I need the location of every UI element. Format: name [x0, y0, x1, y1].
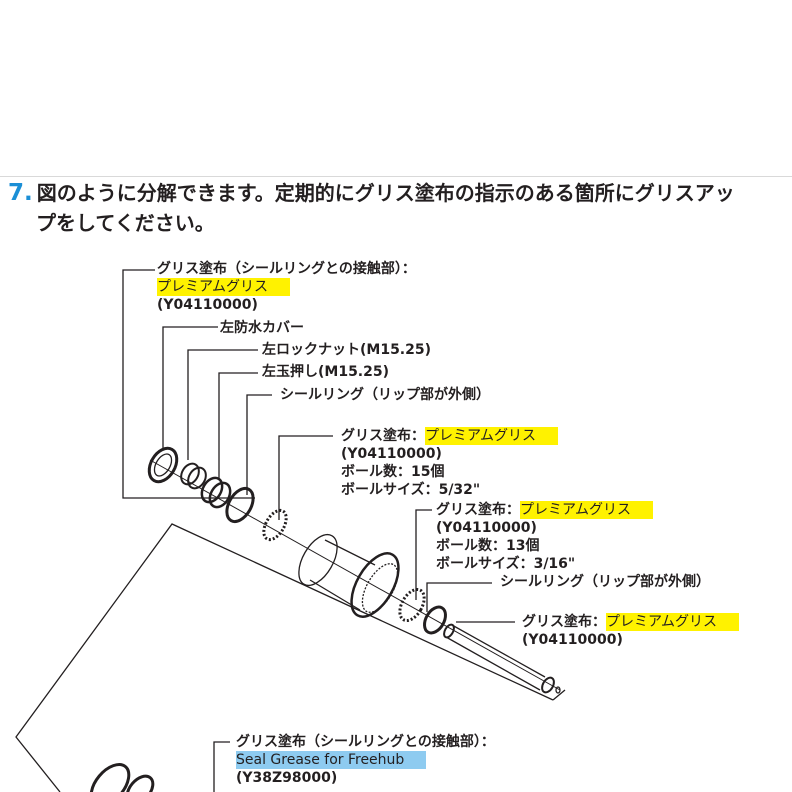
- ball-size: ボールサイズ：3/16": [436, 556, 576, 572]
- callout-grease-axle: グリス塗布：プレミアムグリス (Y04110000): [522, 613, 740, 649]
- ball-size: ボールサイズ：5/32": [341, 482, 481, 498]
- header-divider: [0, 176, 792, 177]
- callout-seal-ring-right: シールリング（リップ部が外側）: [500, 574, 710, 590]
- premium-grease-highlight: プレミアムグリス: [157, 278, 291, 296]
- step-number: 7.: [8, 180, 33, 206]
- freehub-frame: [15, 523, 554, 792]
- part-code: (Y04110000): [341, 446, 442, 462]
- callout-left-dust-cover: 左防水カバー: [220, 320, 304, 336]
- callout-grease-bearing-13: グリス塗布：プレミアムグリス (Y04110000) ボール数：13個 ボールサ…: [436, 501, 654, 573]
- premium-grease-highlight: プレミアムグリス: [606, 613, 740, 631]
- step-text-line2: プをしてください。: [36, 211, 215, 235]
- part-code: (Y38Z98000): [236, 770, 338, 786]
- callout-text: グリス塗布：: [522, 614, 606, 630]
- premium-grease-highlight: プレミアムグリス: [425, 427, 559, 445]
- ball-count: ボール数：13個: [436, 538, 540, 554]
- part-code: (Y04110000): [157, 297, 258, 313]
- callout-left-lock-nut: 左ロックナット(M15.25): [262, 342, 432, 358]
- hub-body: [298, 533, 400, 618]
- callout-text: グリス塗布（シールリングとの接触部）：: [157, 261, 416, 277]
- callout-grease-bearing-15: グリス塗布：プレミアムグリス (Y04110000) ボール数：15個 ボールサ…: [341, 427, 559, 499]
- axle: [443, 623, 561, 694]
- callout-left-cone: 左玉押し(M15.25): [262, 364, 390, 380]
- part-code: (Y04110000): [436, 520, 537, 536]
- callout-text: グリス塗布：: [341, 428, 425, 444]
- seal-grease-highlight: Seal Grease for Freehub: [236, 751, 427, 769]
- premium-grease-highlight: プレミアムグリス: [520, 501, 654, 519]
- callout-grease-seal-contact: グリス塗布（シールリングとの接触部）： プレミアムグリス (Y04110000): [157, 260, 416, 314]
- callout-grease-freehub-seal: グリス塗布（シールリングとの接触部）： Seal Grease for Free…: [236, 733, 495, 787]
- part-code: (Y04110000): [522, 632, 623, 648]
- callout-text: グリス塗布：: [436, 502, 520, 518]
- step-text-line1: 図のように分解できます。定期的にグリス塗布の指示のある箇所にグリスアッ: [36, 181, 735, 205]
- step-instruction: 7.図のように分解できます。定期的にグリス塗布の指示のある箇所にグリスアッ プを…: [8, 178, 735, 238]
- leader-lines: [122, 269, 515, 792]
- callout-seal-ring-left: シールリング（リップ部が外側）: [280, 387, 490, 403]
- callout-text: グリス塗布（シールリングとの接触部）：: [236, 734, 495, 750]
- ball-count: ボール数：15個: [341, 464, 445, 480]
